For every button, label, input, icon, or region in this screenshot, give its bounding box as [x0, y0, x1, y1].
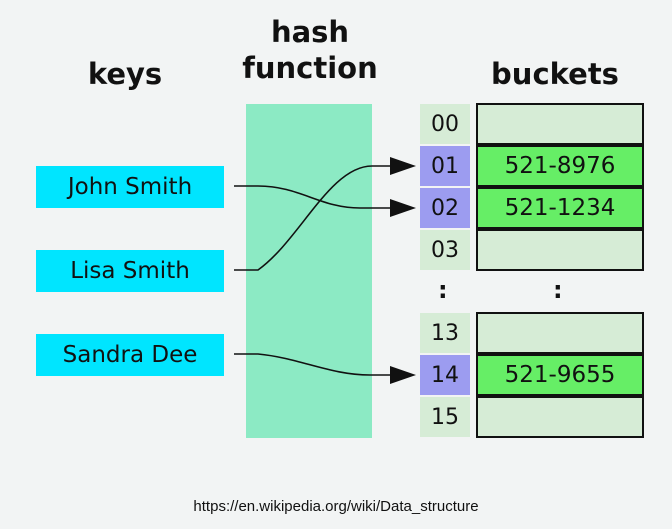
- hash-function-heading: hash function: [220, 14, 400, 86]
- index-cell-02: 02: [420, 188, 470, 228]
- buckets-heading: buckets: [491, 57, 619, 91]
- key-john-smith: John Smith: [36, 166, 224, 208]
- arrow-sandra-dee-to-14: [234, 353, 412, 376]
- hash-function-heading-line2: function: [242, 51, 378, 85]
- arrowhead-02: [390, 199, 416, 217]
- index-cell-01: 01: [420, 146, 470, 186]
- arrow-lisa-smith-to-01: [234, 165, 412, 271]
- index-cell-14: 14: [420, 355, 470, 395]
- bucket-03: [476, 229, 644, 271]
- bucket-13: [476, 312, 644, 354]
- bucket-02: 521-1234: [476, 187, 644, 229]
- arrowhead-14: [390, 366, 416, 384]
- key-lisa-smith: Lisa Smith: [36, 250, 224, 292]
- hash-function-heading-line1: hash: [270, 15, 350, 49]
- bucket-01: 521-8976: [476, 145, 644, 187]
- index-cell-03: 03: [420, 230, 470, 270]
- key-sandra-dee: Sandra Dee: [36, 334, 224, 376]
- keys-heading: keys: [87, 57, 163, 91]
- arrowhead-01: [390, 157, 416, 175]
- bucket-00: [476, 103, 644, 145]
- index-cell-00: 00: [420, 104, 470, 144]
- index-cell-15: 15: [420, 397, 470, 437]
- bucket-15: [476, 396, 644, 438]
- arrow-john-smith-to-02: [234, 185, 412, 209]
- source-caption: https://en.wikipedia.org/wiki/Data_struc…: [193, 498, 479, 515]
- index-ellipsis: :: [438, 276, 448, 304]
- bucket-14: 521-9655: [476, 354, 644, 396]
- index-cell-13: 13: [420, 313, 470, 353]
- bucket-ellipsis: :: [553, 276, 563, 304]
- hash-function-box: [246, 104, 372, 438]
